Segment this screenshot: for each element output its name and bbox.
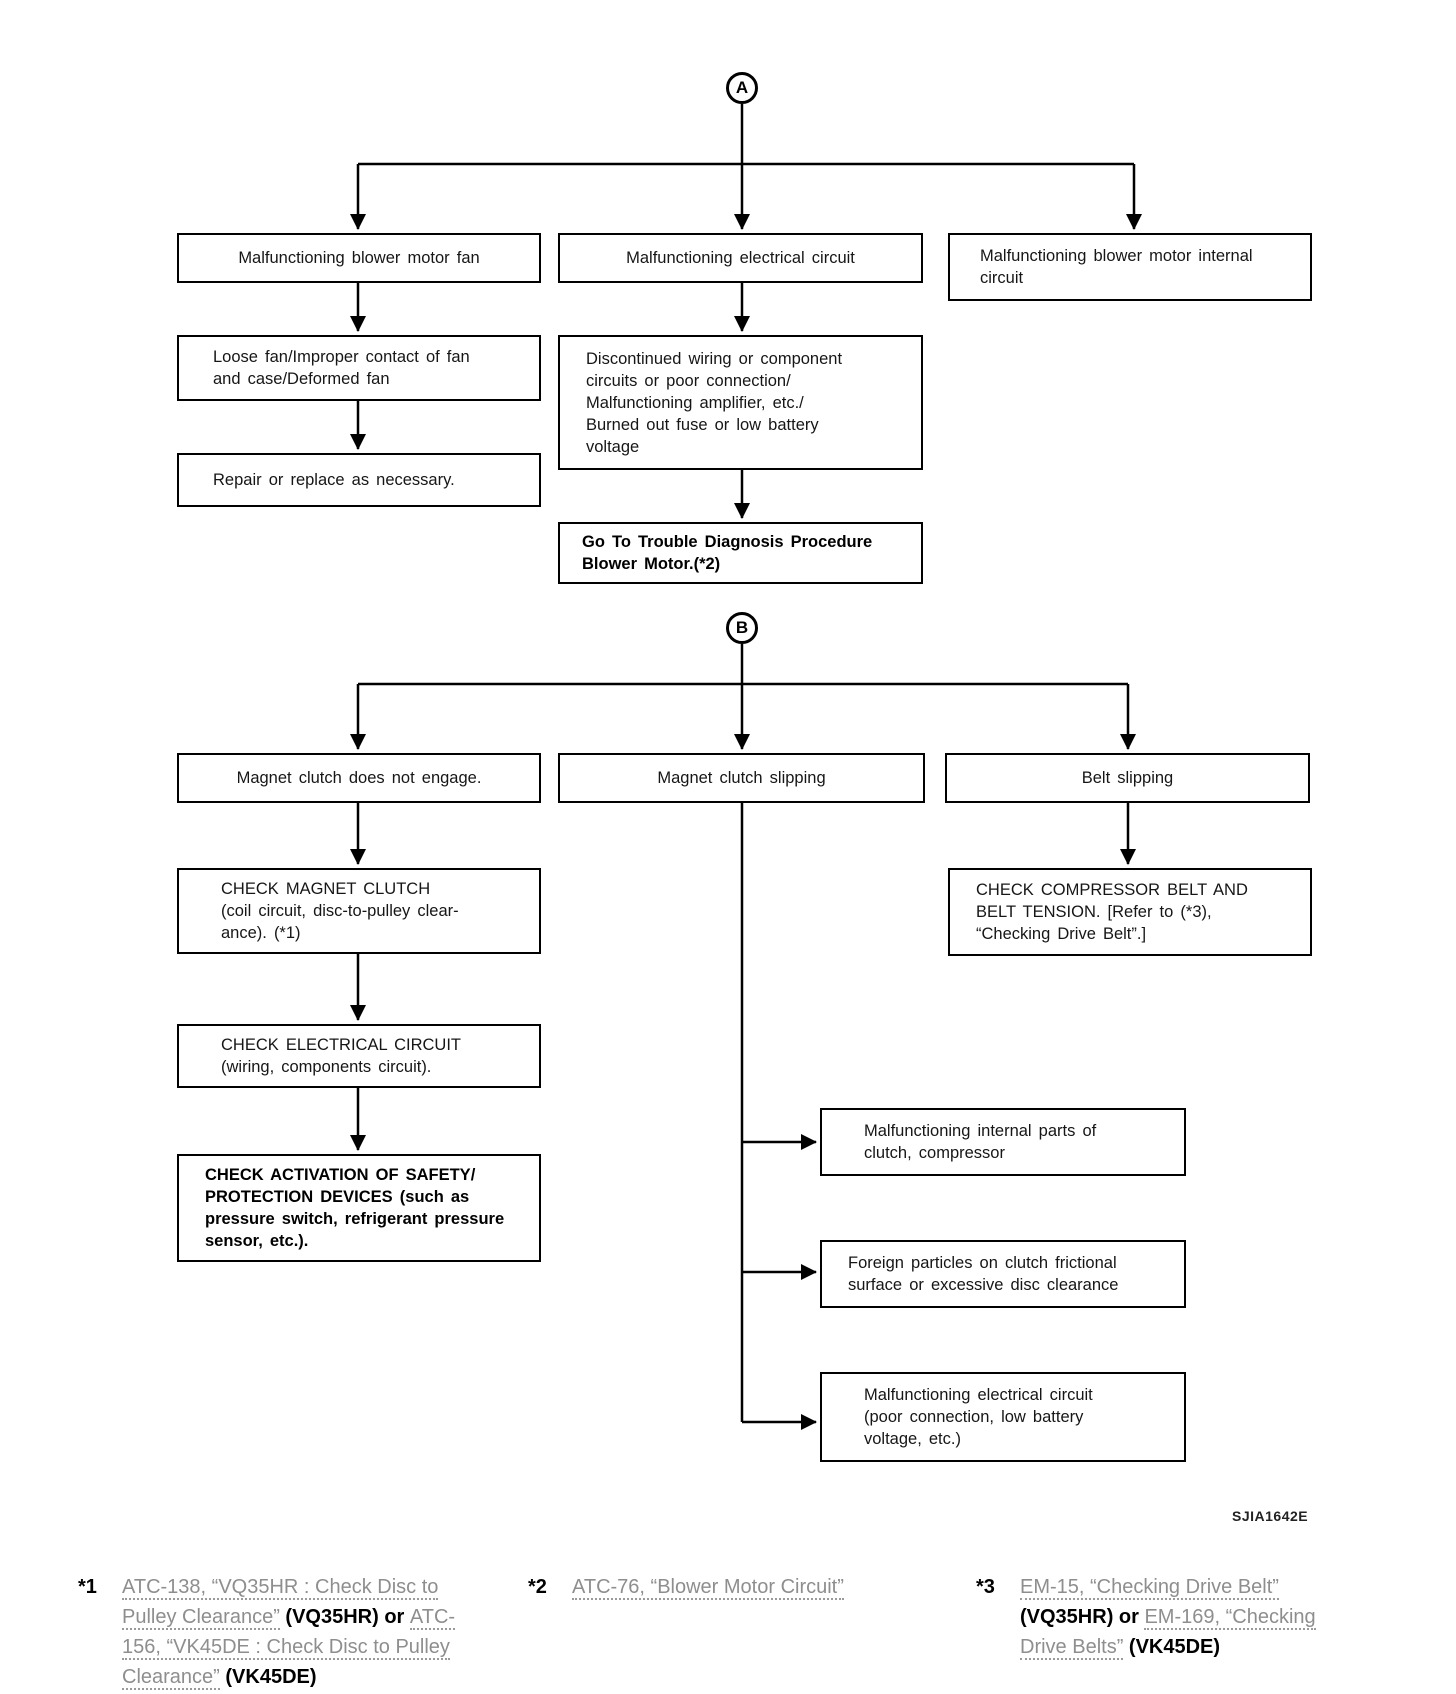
footnote-2: ATC-76, “Blower Motor Circuit”: [572, 1572, 952, 1602]
footnote-3: EM-15, “Checking Drive Belt” (VQ35HR) or…: [1020, 1572, 1380, 1662]
footnote-link-atc-156-cont2[interactable]: Clearance”: [122, 1666, 220, 1690]
footnote-link-atc-156-cont[interactable]: 156, “VK45DE : Check Disc to Pulley: [122, 1636, 450, 1660]
node-internal-parts: Malfunctioning internal parts of clutch,…: [820, 1108, 1186, 1176]
node-clutch-not-engage: Magnet clutch does not engage.: [177, 753, 541, 803]
footnote-3-plain-vk45de: (VK45DE): [1123, 1636, 1221, 1658]
figure-code: SJIA1642E: [1232, 1508, 1309, 1524]
node-blower-internal-circuit: Malfunctioning blower motor internal cir…: [948, 233, 1312, 301]
node-clutch-slipping: Magnet clutch slipping: [558, 753, 925, 803]
footnote-link-em-169-cont[interactable]: Drive Belts”: [1020, 1636, 1124, 1660]
node-check-electrical-circuit: CHECK ELECTRICAL CIRCUIT (wiring, compon…: [177, 1024, 541, 1088]
footnote-link-em-169[interactable]: EM-169, “Checking: [1144, 1606, 1316, 1630]
node-check-magnet-clutch: CHECK MAGNET CLUTCH (coil circuit, disc-…: [177, 868, 541, 954]
node-go-to-trouble-diagnosis: Go To Trouble Diagnosis Procedure Blower…: [558, 522, 923, 584]
footnote-link-atc-156[interactable]: ATC-: [409, 1606, 456, 1630]
node-foreign-particles: Foreign particles on clutch frictional s…: [820, 1240, 1186, 1308]
footnote-link-atc-76[interactable]: ATC-76, “Blower Motor Circuit”: [572, 1576, 844, 1600]
footnote-link-atc-138-cont[interactable]: Pulley Clearance”: [122, 1606, 280, 1630]
footnote-1: ATC-138, “VQ35HR : Check Disc to Pulley …: [122, 1572, 508, 1692]
node-check-safety-devices: CHECK ACTIVATION OF SAFETY/ PROTECTION D…: [177, 1154, 541, 1262]
node-blower-motor-fan: Malfunctioning blower motor fan: [177, 233, 541, 283]
footnote-1-plain-vk45de: (VK45DE): [219, 1666, 317, 1688]
node-belt-slipping: Belt slipping: [945, 753, 1310, 803]
node-repair-replace: Repair or replace as necessary.: [177, 453, 541, 507]
connector-a-badge: A: [726, 72, 758, 104]
footnote-1-marker: *1: [78, 1576, 97, 1598]
node-discontinued-wiring: Discontinued wiring or component circuit…: [558, 335, 923, 470]
footnote-link-atc-138[interactable]: ATC-138, “VQ35HR : Check Disc to: [122, 1576, 439, 1600]
node-electrical-circuit: Malfunctioning electrical circuit: [558, 233, 923, 283]
connector-b-badge: B: [726, 612, 758, 644]
footnote-2-marker: *2: [528, 1576, 547, 1598]
footnote-3-plain-vq35hr: (VQ35HR) or: [1020, 1606, 1145, 1628]
node-electrical-poor-connection: Malfunctioning electrical circuit (poor …: [820, 1372, 1186, 1462]
node-loose-fan: Loose fan/Improper contact of fan and ca…: [177, 335, 541, 401]
footnote-link-em-15[interactable]: EM-15, “Checking Drive Belt”: [1020, 1576, 1279, 1600]
node-check-compressor-belt: CHECK COMPRESSOR BELT AND BELT TENSION. …: [948, 868, 1312, 956]
footnote-3-marker: *3: [976, 1576, 995, 1598]
footnote-1-plain-vq35hr: (VQ35HR) or: [279, 1606, 410, 1628]
